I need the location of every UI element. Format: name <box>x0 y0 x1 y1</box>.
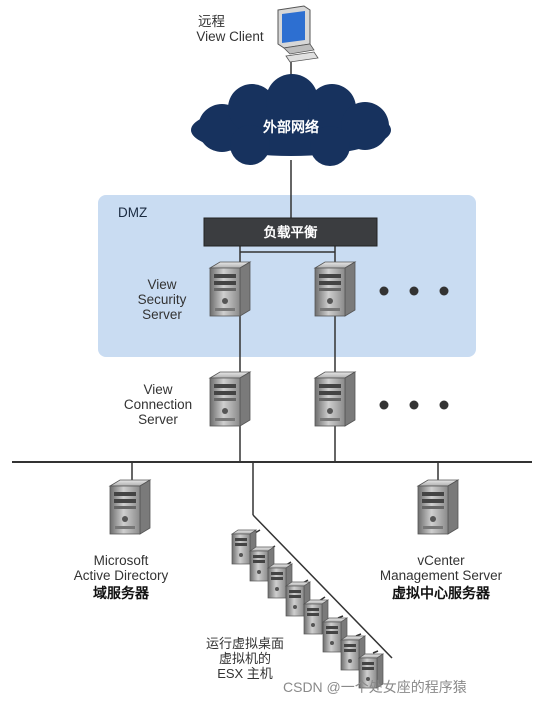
active-directory-label: Microsoft Active Directory 域服务器 <box>56 553 186 601</box>
connection-server-label: View Connection Server <box>110 382 206 427</box>
vcenter-line1: vCenter <box>417 553 465 568</box>
active-directory-line3: 域服务器 <box>93 585 149 601</box>
desktop-computer-icon <box>277 5 319 63</box>
client-label: 远程 View Client <box>180 14 280 44</box>
dmz-zone <box>98 195 476 357</box>
connection-server-line3: Server <box>138 412 178 427</box>
active-directory-server-icon <box>109 479 151 535</box>
connection-server-line2: Connection <box>123 397 193 412</box>
load-balancer-label: 负载平衡 <box>263 225 318 240</box>
active-directory-line1: Microsoft <box>93 553 149 568</box>
vcenter-label: vCenter Management Server 虚拟中心服务器 <box>366 553 516 601</box>
network-label: 外部网络 <box>263 119 319 135</box>
connection-server-line1: View <box>143 382 173 397</box>
dmz-label: DMZ <box>118 205 148 220</box>
active-directory-line2: Active Directory <box>73 568 169 583</box>
vcenter-server-icon <box>417 479 459 535</box>
more-servers-dots <box>379 286 449 410</box>
load-balancer-bar <box>203 217 378 247</box>
connection-server-icon-1 <box>209 371 251 427</box>
security-server-icon-1 <box>209 261 251 317</box>
client-label-line2: View Client <box>196 29 264 44</box>
security-server-label: View Security Server <box>120 277 204 322</box>
cloud-icon <box>191 74 391 166</box>
client-label-line1: 远程 <box>198 14 225 29</box>
esx-line3: ESX 主机 <box>217 666 273 681</box>
security-server-line2: Security <box>137 292 187 307</box>
vcenter-line2: Management Server <box>379 568 503 583</box>
vcenter-line3: 虚拟中心服务器 <box>392 585 490 601</box>
security-server-icon-2 <box>314 261 356 317</box>
watermark: CSDN @一个处女座的程序猿 <box>283 679 467 695</box>
esx-line1: 运行虚拟桌面 <box>205 636 284 651</box>
security-server-line3: Server <box>142 307 182 322</box>
security-server-line1: View <box>147 277 177 292</box>
esx-label: 运行虚拟桌面 虚拟机的 ESX 主机 <box>190 636 300 681</box>
esx-line2: 虚拟机的 <box>218 651 271 666</box>
connection-server-icon-2 <box>314 371 356 427</box>
